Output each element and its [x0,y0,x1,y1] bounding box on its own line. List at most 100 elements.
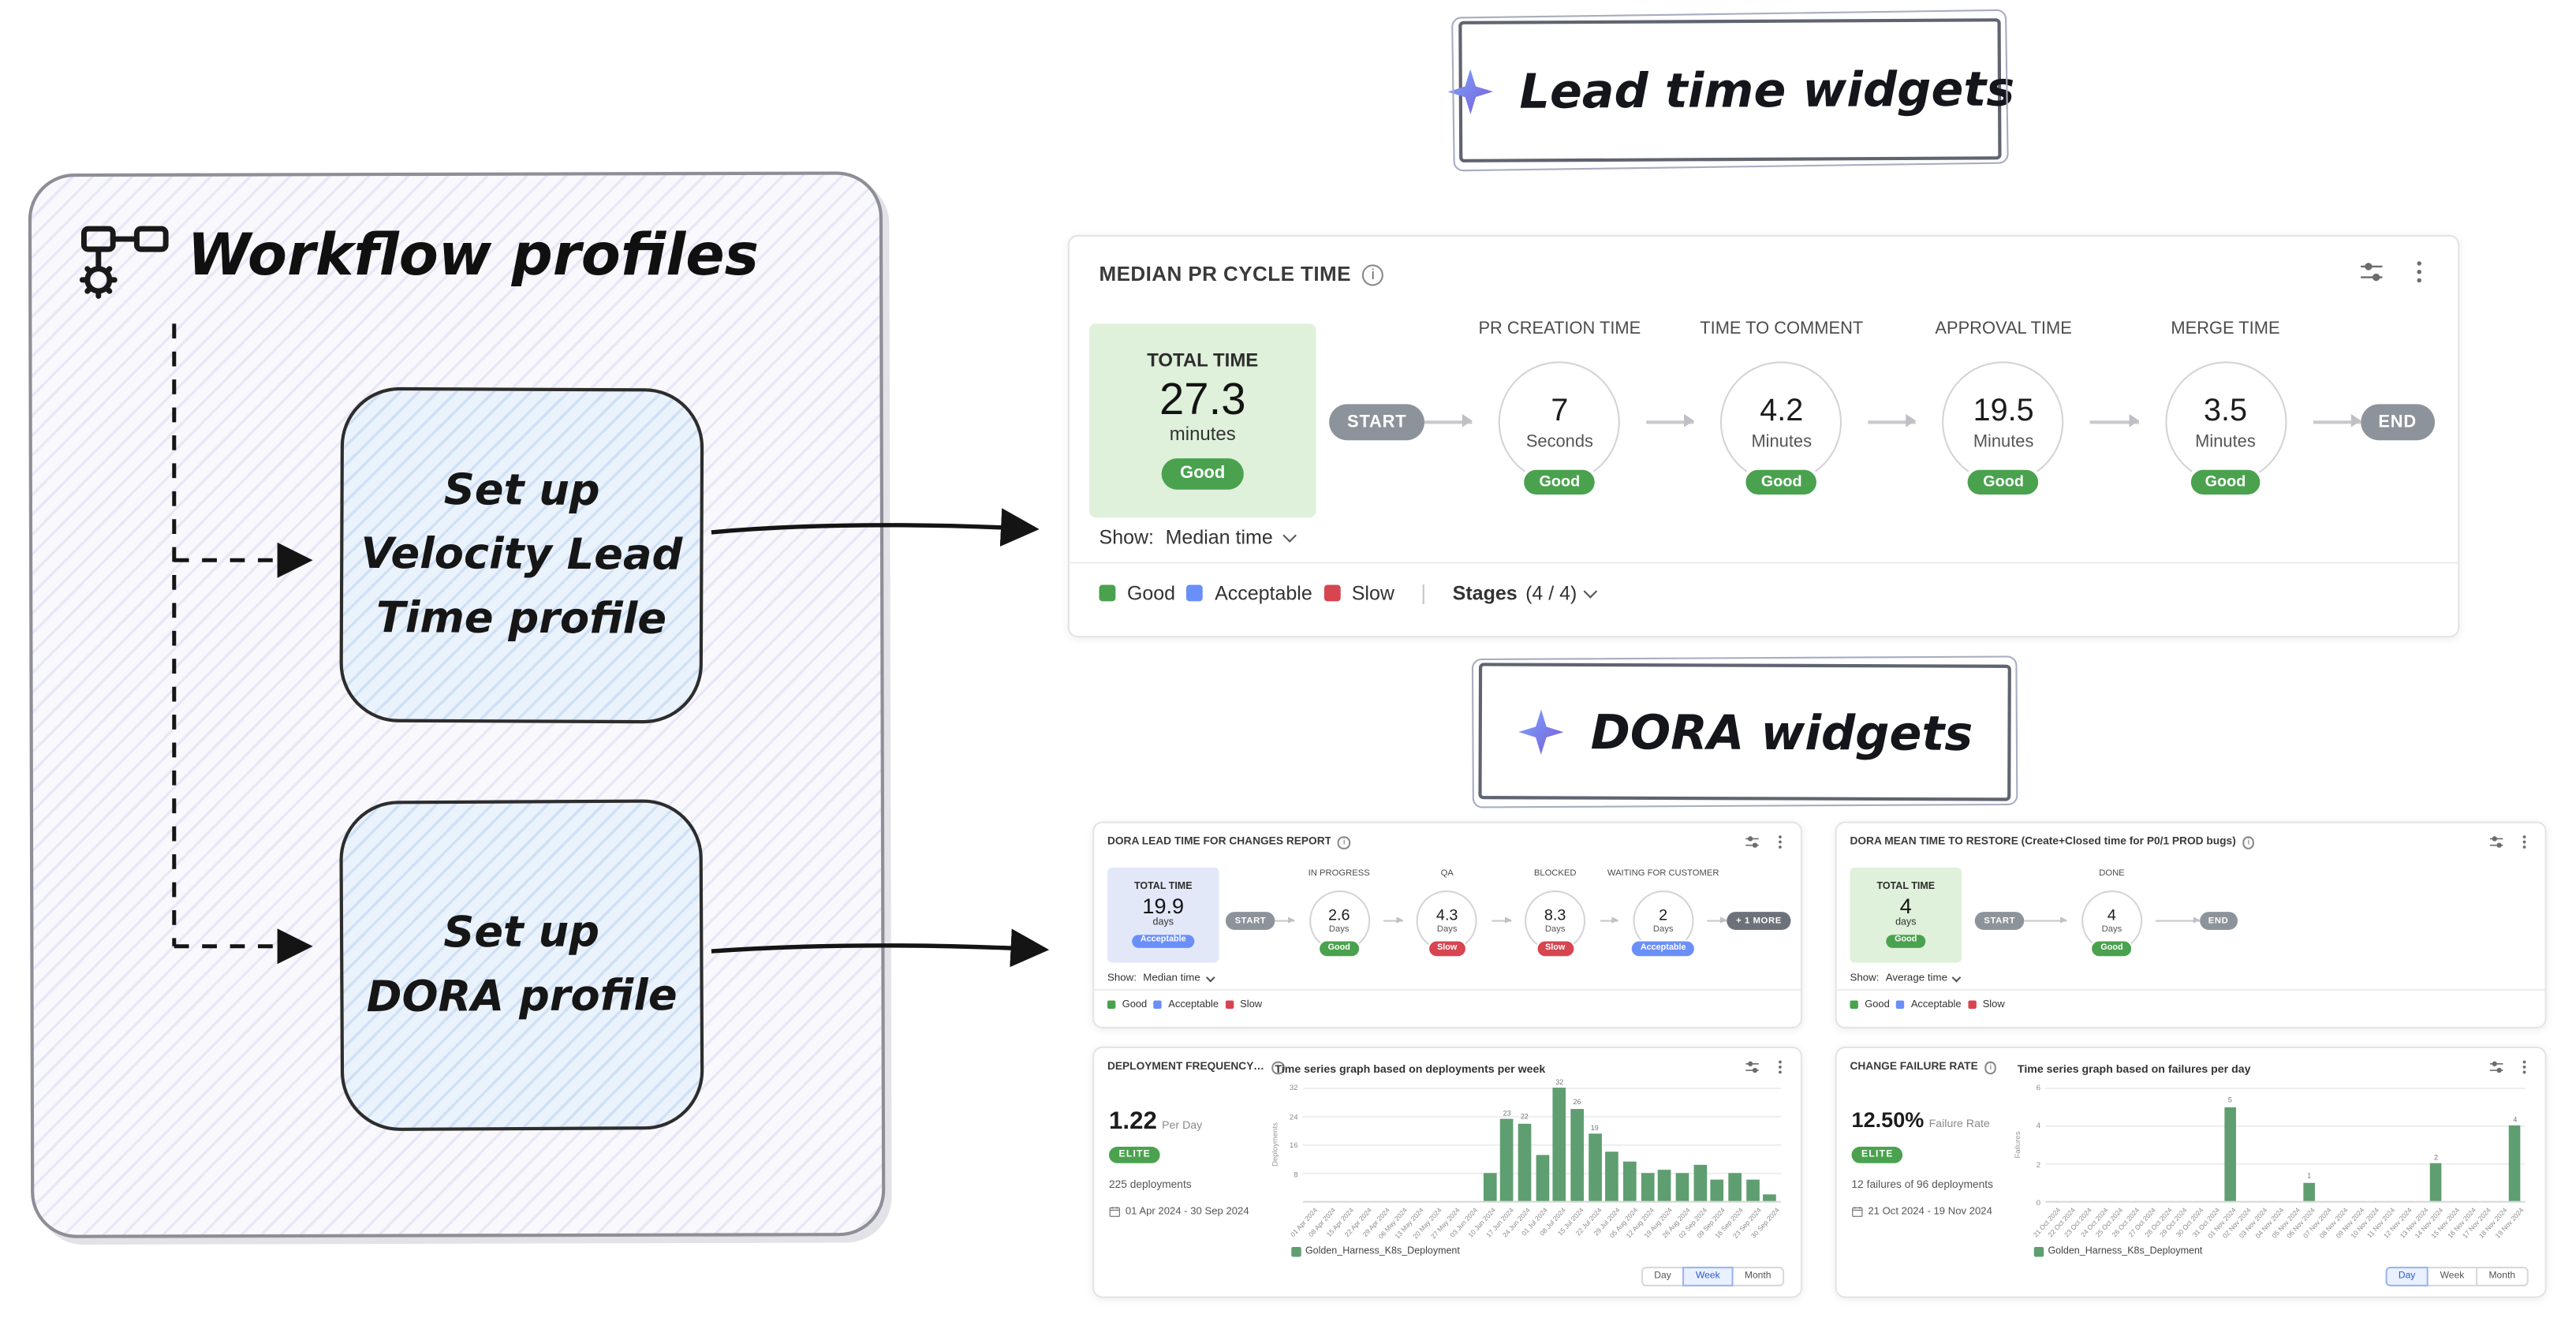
widget-header-actions [1745,1060,1787,1075]
bar [1481,1088,1497,1201]
bar: 23 [1499,1088,1515,1201]
velocity-lead-time-node: Set up Velocity Lead Time profile [339,386,704,724]
metric-unit: Per Day [1162,1120,1203,1133]
series-label: Golden_Harness_K8s_Deployment [1305,1246,1460,1257]
info-icon[interactable]: i [1338,836,1351,849]
calendar-icon [1852,1207,1863,1217]
stage-pr-creation-time: PR CREATION TIME 7 Seconds Good [1473,319,1647,498]
banner-label: DORA widgets [1590,703,1973,761]
bar [2144,1088,2158,1201]
filter-icon[interactable] [1745,834,1760,849]
kebab-menu-icon[interactable] [1773,834,1788,849]
more-stages-pill[interactable]: + 1 MORE [1727,912,1791,931]
bar [1727,1088,1742,1201]
filter-icon[interactable] [1745,1060,1760,1075]
chevron-down-icon [1205,973,1215,982]
info-icon[interactable]: i [1271,1061,1284,1074]
flow-connector [1599,916,1619,923]
flow-connector [1491,916,1511,923]
flow-connector [1383,916,1403,923]
toggle-day[interactable]: Day [1641,1266,1685,1287]
kebab-menu-icon[interactable] [2407,259,2432,284]
toggle-week[interactable]: Week [1682,1266,1734,1287]
divider [1836,988,2545,991]
toggle-month[interactable]: Month [2475,1266,2529,1287]
chart-ylabel: Failures [2013,1131,2022,1159]
bar [1341,1088,1357,1201]
stage-qa: QA 4.3 Days Slow [1402,869,1491,958]
flow-connector [1424,416,1473,427]
show-dropdown[interactable]: Show: Average time [1850,972,1962,984]
bar [2461,1088,2475,1201]
stage-waiting-for-customer: WAITING FOR CUSTOMER 2 Days Acceptable [1607,869,1719,958]
rating-chip: Good [1742,465,1820,498]
series-label: Golden_Harness_K8s_Deployment [2048,1246,2203,1257]
bar [2191,1088,2205,1201]
metric-subtext: 12 failures of 96 deployments [1851,1179,1993,1192]
stage-circle: 4 Days Good [2081,890,2143,958]
show-label: Show: [1850,972,1880,984]
total-time-value: 4 [1899,893,1912,918]
elite-badge: ELITE [1109,1146,1161,1163]
stage-unit: Minutes [2195,431,2256,451]
filter-icon[interactable] [2489,1060,2504,1075]
stages-count: (4 / 4) [1525,581,1577,604]
bar: 1 [2302,1088,2317,1201]
stage-flow: START PR CREATION TIME 7 Seconds Good TI… [1329,319,2435,498]
widget-title: DEPLOYMENT FREQUENCY (Data Aft... [1107,1062,1265,1073]
date-range: 21 Oct 2024 - 19 Nov 2024 [1852,1206,1992,1218]
toggle-day[interactable]: Day [2385,1266,2429,1287]
filter-icon[interactable] [2489,834,2504,849]
bar [2049,1088,2063,1201]
date-range: 01 Apr 2024 - 30 Sep 2024 [1109,1206,1249,1218]
chevron-down-icon [1282,528,1297,543]
rating-chip: Good [1521,465,1599,498]
rating-chip: Good [1886,934,1925,949]
stage-unit: Minutes [1751,431,1813,451]
show-value: Median time [1143,972,1200,984]
change-failure-rate-widget: CHANGE FAILURE RATE i Time series graph … [1835,1046,2547,1298]
bar: 26 [1569,1088,1585,1201]
stage-circle: 4.3 Days Slow [1417,890,1478,958]
start-pill: START [1225,912,1275,931]
stage-value: 4 [2107,906,2116,925]
bar: 32 [1551,1077,1567,1201]
y-tick-label: 2 [2036,1159,2041,1169]
info-icon[interactable]: i [1984,1061,1997,1074]
widget-header: DEPLOYMENT FREQUENCY (Data Aft... i [1107,1061,1284,1074]
info-icon[interactable]: i [2242,836,2255,849]
show-dropdown[interactable]: Show: Median time [1107,972,1215,984]
flow-connector [2312,416,2361,427]
bar [1376,1088,1392,1201]
stage-circle: 7 Seconds Good [1499,361,1621,498]
filter-icon[interactable] [2359,259,2384,284]
stages-dropdown[interactable]: Stages (4 / 4) [1453,581,1597,604]
legend-slow-label: Slow [1351,581,1394,604]
bar [1657,1088,1673,1201]
kebab-menu-icon[interactable] [2517,834,2532,849]
toggle-week[interactable]: Week [2426,1266,2477,1287]
acceptable-swatch [1153,1000,1162,1009]
info-icon[interactable]: i [1362,263,1384,286]
kebab-menu-icon[interactable] [2517,1060,2532,1075]
acceptable-swatch [1186,584,1204,601]
show-dropdown[interactable]: Show: Median time [1099,526,1297,549]
bar [2096,1088,2111,1201]
bar [1604,1088,1620,1201]
dora-widgets-banner: DORA widgets [1478,663,2011,801]
stage-value: 8.3 [1544,906,1566,925]
total-time-label: TOTAL TIME [1133,881,1193,892]
stage-unit: Seconds [1525,431,1593,451]
kebab-menu-icon[interactable] [1773,1060,1788,1075]
toggle-month[interactable]: Month [1731,1266,1785,1287]
stage-name: MERGE TIME [2171,319,2280,339]
rating-chip: Good [1965,465,2042,498]
stage-in-progress: IN PROGRESS 2.6 Days Good [1294,869,1383,958]
workflow-profiles-title: Workflow profiles [187,223,760,289]
show-value: Average time [1885,972,1948,984]
metric-value: 12.50% [1851,1107,1925,1133]
